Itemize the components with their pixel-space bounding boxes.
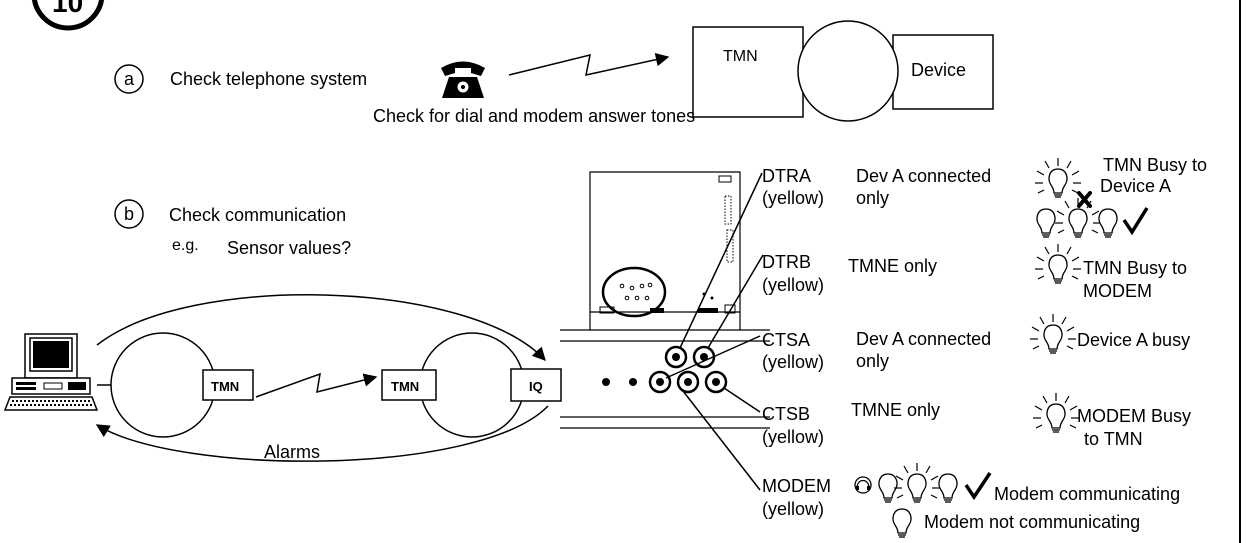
network-circle-a xyxy=(797,20,899,122)
bulb-icon xyxy=(938,473,958,503)
led-ctsa-status1: Device A busy xyxy=(1077,330,1191,350)
telephone-link xyxy=(508,53,670,76)
bulb-icon xyxy=(1032,392,1080,433)
telephone-icon xyxy=(441,61,485,98)
marker-b xyxy=(114,199,144,229)
checkmark-icon xyxy=(964,472,992,501)
led-dtra-status1: TMN Busy to xyxy=(1103,155,1208,175)
marker-b-label: b xyxy=(124,204,135,224)
eg-text: Sensor values? xyxy=(227,238,352,258)
section-a-subtitle: Check for dial and modem answer tones xyxy=(373,106,696,126)
led-dtra-color: (yellow) xyxy=(762,188,825,208)
device-label: Device xyxy=(911,60,967,80)
marker-a-label: a xyxy=(124,69,135,89)
step-number: 10 xyxy=(52,0,84,18)
bulb-icon xyxy=(1054,197,1102,238)
led-dtra-cond2: only xyxy=(856,188,890,208)
bulb-icon xyxy=(1034,243,1082,284)
tmn-pc-label: TMN xyxy=(211,379,240,394)
bulb-icon xyxy=(893,462,941,503)
led-ctsb-name: CTSB xyxy=(762,404,811,424)
speaker-icon xyxy=(854,476,872,494)
led-dtrb-cond1: TMNE only xyxy=(848,256,938,276)
tmn-device-label: TMN xyxy=(391,379,420,394)
led-ctsb-status1: MODEM Busy xyxy=(1077,406,1192,426)
bulb-icon xyxy=(1098,208,1118,238)
tmn-label-a: TMN xyxy=(723,48,758,65)
led-dtra-name: DTRA xyxy=(762,166,811,186)
tmn-box-pc xyxy=(202,369,254,401)
led-modem-status2: Modem not communicating xyxy=(924,512,1141,532)
alarms-arrow xyxy=(95,405,549,462)
led-ctsa-name: CTSA xyxy=(762,330,811,350)
bulb-icon xyxy=(1036,208,1056,238)
bulb-icon xyxy=(1034,157,1082,198)
checkmark-icon xyxy=(1122,207,1149,236)
led-modem-name: MODEM xyxy=(762,476,831,496)
led-dtra-status2: Device A xyxy=(1100,176,1172,196)
section-b-title: Check communication xyxy=(169,205,347,225)
led-dtra-cond1: Dev A connected xyxy=(856,166,992,186)
cross-icon xyxy=(1077,191,1092,208)
iq-box xyxy=(510,368,562,402)
marker-a xyxy=(114,64,144,94)
led-ctsb-cond1: TMNE only xyxy=(851,400,941,420)
request-arrow xyxy=(96,294,546,361)
led-modem-color: (yellow) xyxy=(762,499,825,519)
led-leaders xyxy=(665,172,764,491)
led-dtrb-name: DTRB xyxy=(762,252,811,272)
step-badge xyxy=(32,0,104,31)
device-box xyxy=(892,34,994,110)
tmn-box-device xyxy=(381,369,437,401)
circuit-board-icon xyxy=(589,171,741,330)
tmn-link xyxy=(255,372,378,398)
computer-icon xyxy=(3,333,99,411)
led-ctsa-cond2: only xyxy=(856,351,890,371)
led-dtrb-status1: TMN Busy to xyxy=(1083,258,1188,278)
led-modem-status1: Modem communicating xyxy=(994,484,1181,504)
alarms-label: Alarms xyxy=(264,442,321,462)
led-ctsa-cond1: Dev A connected xyxy=(856,329,992,349)
eg-label: e.g. xyxy=(172,237,199,254)
led-dtrb-status2: MODEM xyxy=(1083,281,1152,301)
led-ctsb-status2: to TMN xyxy=(1084,429,1143,449)
tmn-box-a xyxy=(692,26,804,118)
network-circle-pc xyxy=(110,332,216,438)
section-a-title: Check telephone system xyxy=(170,69,368,89)
iq-label: IQ xyxy=(529,379,543,394)
led-ctsb-color: (yellow) xyxy=(762,427,825,447)
led-ctsa-color: (yellow) xyxy=(762,352,825,372)
bulb-icon xyxy=(1029,313,1077,354)
bulb-icon xyxy=(892,508,912,538)
led-dtrb-color: (yellow) xyxy=(762,275,825,295)
